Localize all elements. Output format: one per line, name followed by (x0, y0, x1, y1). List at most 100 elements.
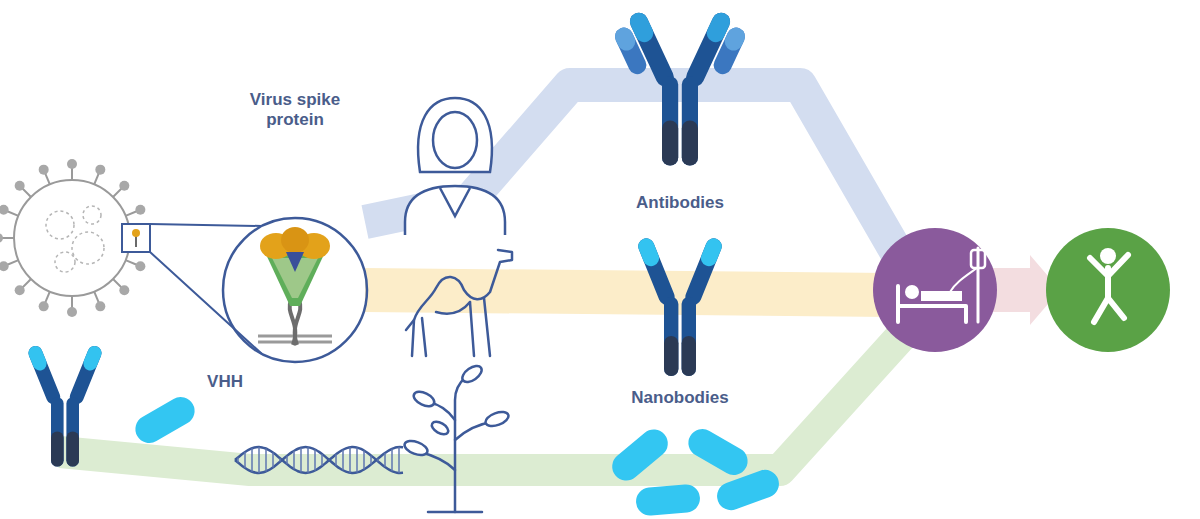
spike-protein (258, 227, 332, 345)
dna-rung (363, 450, 365, 469)
recovery-circle (1046, 228, 1170, 352)
recovered-person (1090, 255, 1128, 322)
virus-spike (7, 260, 18, 265)
camelid-band (365, 290, 890, 295)
patient-body (921, 291, 962, 301)
recovered-head (1100, 248, 1116, 264)
virus-particle (72, 232, 104, 264)
dna-rung (293, 451, 295, 470)
virus-spike (113, 189, 121, 197)
figure-label: Antibodies (636, 193, 724, 213)
virus-spike (67, 159, 77, 169)
virus-spike (0, 205, 9, 215)
virus-particle (83, 206, 101, 224)
zoom-spike (132, 229, 140, 237)
vhh-domain (130, 392, 199, 448)
camelid (406, 320, 414, 330)
virus-particle (0, 159, 151, 317)
human-donor (418, 98, 492, 172)
plant (420, 402, 492, 470)
virus-spike (135, 205, 145, 215)
patient-icon (898, 248, 985, 322)
nanobody (635, 483, 701, 516)
virus-spike (119, 285, 129, 295)
plant-band (60, 332, 905, 470)
plant (460, 363, 485, 385)
patient-icon (898, 286, 966, 322)
camelid (436, 302, 470, 314)
patient-icon (950, 268, 977, 292)
figure-label: VHH (207, 372, 243, 392)
magnifier-outline (223, 218, 367, 362)
virus-spike (67, 307, 77, 317)
human-band (365, 85, 900, 258)
spike-protein (290, 300, 301, 345)
recovered-person (1090, 255, 1128, 322)
virus-particle (55, 252, 75, 272)
virus-spike (126, 260, 137, 265)
virus-spike (23, 279, 31, 287)
virus-spike (23, 189, 31, 197)
dna-rung (286, 456, 288, 464)
dna-rung (279, 458, 281, 462)
magnifier-circle: Virus spike protein (220, 90, 370, 365)
patient-head (905, 285, 919, 299)
virus-spike (95, 301, 105, 311)
camelid (406, 250, 512, 356)
plant (484, 409, 511, 428)
virus-spike (39, 165, 49, 175)
dna-strand (235, 447, 403, 473)
virus-particle (46, 211, 74, 239)
zoom-spike (135, 236, 137, 247)
camelid (412, 250, 512, 356)
virus-spike (45, 292, 50, 303)
virus-spike (119, 181, 129, 191)
virus-spike (15, 181, 25, 191)
camelid (484, 298, 490, 356)
figure-label: Nanobodies (631, 388, 728, 408)
dna-rung (335, 454, 337, 465)
dna-rung (314, 449, 316, 470)
plant (403, 363, 511, 512)
patient-icon (971, 250, 985, 268)
zoom-line (150, 224, 262, 354)
dna-rung (258, 447, 260, 473)
node-outline (220, 90, 370, 365)
plant (403, 438, 430, 457)
dna-rung (349, 447, 351, 473)
plant (411, 389, 436, 409)
node-heading: Virus spike protein (230, 90, 360, 131)
dna-rung (398, 447, 400, 473)
plant (455, 377, 466, 512)
human-donor (433, 112, 477, 168)
dna-rung (272, 453, 274, 468)
human-donor (440, 188, 470, 216)
virus-spike (94, 173, 99, 184)
spike-protein (286, 252, 304, 272)
virus-spike (45, 173, 50, 184)
dna-rung (377, 459, 379, 462)
virus-spike (0, 233, 3, 243)
human-antibody (609, 10, 751, 166)
dna-rung (384, 453, 386, 467)
virus-spike (126, 211, 137, 216)
virus-spike (71, 168, 73, 180)
camelid (470, 302, 474, 356)
dna-rung (370, 455, 372, 464)
human-donor (405, 98, 505, 235)
virus-spike (94, 292, 99, 303)
camelid (422, 318, 426, 356)
virus-spike (7, 211, 18, 216)
nanobody (683, 424, 752, 480)
dna-rung (321, 454, 323, 466)
plant (428, 511, 482, 514)
virus-spike (135, 261, 145, 271)
plant (430, 419, 451, 437)
dna-rung (237, 457, 239, 462)
dna-rung (251, 448, 253, 472)
human-donor (405, 186, 505, 235)
dna-rung (356, 448, 358, 473)
virus-spike (15, 285, 25, 295)
